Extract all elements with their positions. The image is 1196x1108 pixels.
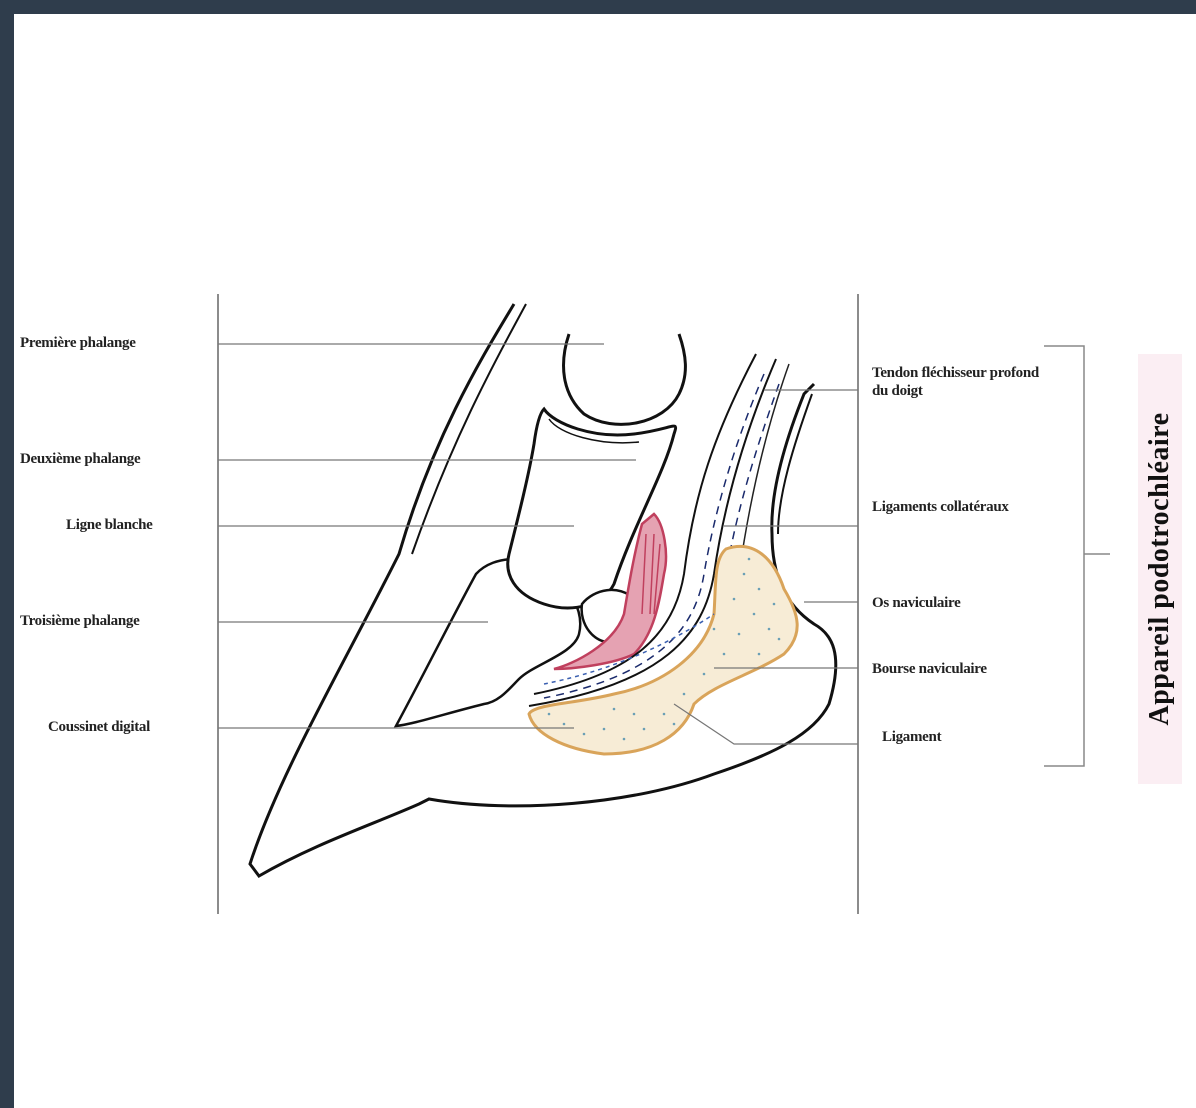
side-title: Appareil podotrochléaire	[1144, 413, 1176, 726]
right-bracket	[1044, 346, 1110, 766]
first-phalanx	[564, 334, 686, 424]
label-coussinet-digital: Coussinet digital	[48, 718, 150, 736]
label-ligaments-collateraux: Ligaments collatéraux	[872, 498, 1009, 516]
label-ligament: Ligament	[882, 728, 941, 746]
label-tendon: Tendon fléchisseur profond du doigt	[872, 364, 1042, 400]
label-deuxieme-phalange: Deuxième phalange	[20, 450, 140, 468]
label-os-naviculaire: Os naviculaire	[872, 594, 960, 612]
hoof-wall-outer	[412, 304, 526, 554]
label-bourse-naviculaire: Bourse naviculaire	[872, 660, 987, 678]
hoof-anatomy-diagram	[14, 14, 1196, 1108]
label-ligne-blanche: Ligne blanche	[66, 516, 153, 534]
pointer-ligament	[674, 704, 858, 744]
diagram-frame: Première phalange Deuxième phalange Lign…	[14, 14, 1196, 1108]
label-troisieme-phalange: Troisième phalange	[20, 612, 139, 630]
label-premiere-phalange: Première phalange	[20, 334, 136, 352]
